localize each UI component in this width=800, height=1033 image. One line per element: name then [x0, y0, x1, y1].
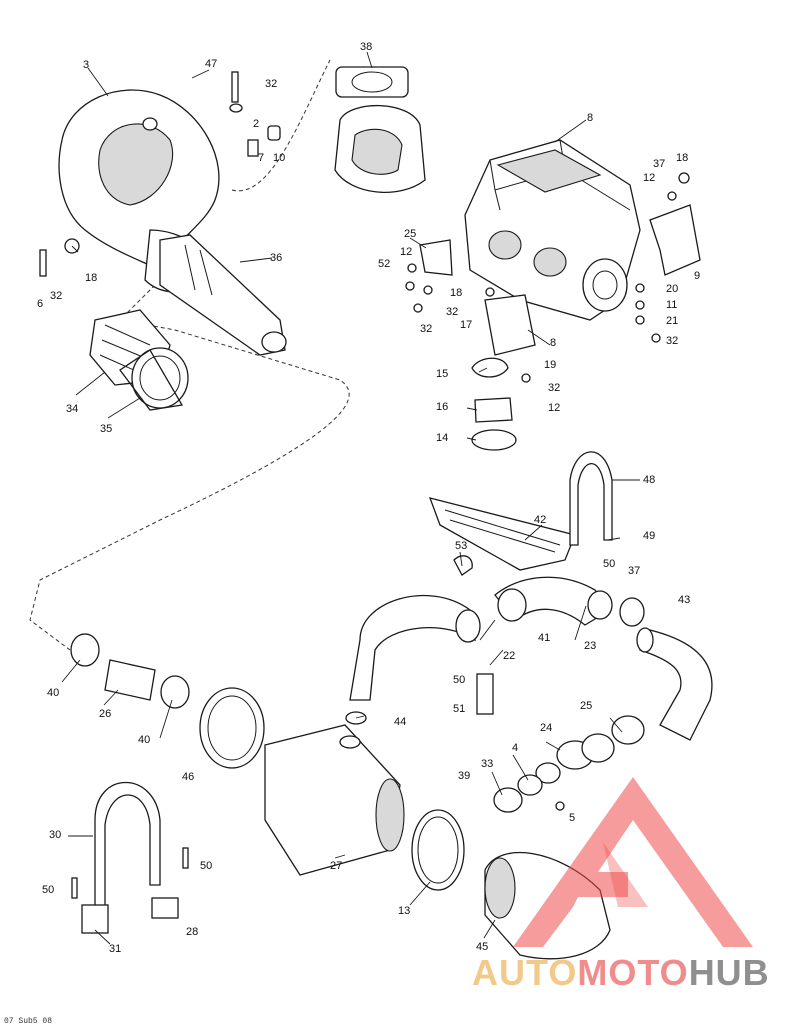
callout-40: 40 [47, 687, 60, 699]
callout-46: 46 [182, 771, 195, 783]
callout-53: 53 [455, 540, 468, 552]
callout-31: 31 [109, 943, 122, 955]
callout-18: 18 [676, 152, 689, 164]
callout-32: 32 [446, 306, 459, 318]
callout-40: 40 [138, 734, 151, 746]
callout-32: 32 [265, 78, 278, 90]
callout-47: 47 [205, 58, 218, 70]
callout-9: 9 [694, 270, 701, 282]
callout-3: 3 [83, 59, 90, 71]
callout-22: 22 [503, 650, 516, 662]
callout-42: 42 [534, 514, 547, 526]
callout-43: 43 [678, 594, 691, 606]
callout-25: 25 [404, 228, 417, 240]
callout-32: 32 [666, 335, 679, 347]
callout-50: 50 [453, 674, 466, 686]
callout-37: 37 [628, 565, 641, 577]
callout-10: 10 [273, 152, 286, 164]
callout-35: 35 [100, 423, 113, 435]
callout-50: 50 [200, 860, 213, 872]
callout-21: 21 [666, 315, 679, 327]
callout-48: 48 [643, 474, 656, 486]
callout-15: 15 [436, 368, 449, 380]
callout-37: 37 [653, 158, 666, 170]
callout-6: 6 [37, 298, 44, 310]
brand-part-hub: HUB [688, 952, 770, 993]
callout-26: 26 [99, 708, 112, 720]
bracket-part [428, 497, 576, 571]
callout-13: 13 [398, 905, 411, 917]
callout-28: 28 [186, 926, 199, 938]
callout-30: 30 [49, 829, 62, 841]
callout-51: 51 [453, 703, 466, 715]
callout-12: 12 [643, 172, 656, 184]
callout-8: 8 [587, 112, 594, 124]
callout-17: 17 [460, 319, 473, 331]
callout-24: 24 [540, 722, 553, 734]
callout-34: 34 [66, 403, 79, 415]
callout-7: 7 [258, 152, 265, 164]
callout-18: 18 [450, 287, 463, 299]
callout-52: 52 [378, 258, 391, 270]
callout-25: 25 [580, 700, 593, 712]
callout-11: 11 [666, 299, 678, 311]
callout-50: 50 [42, 884, 55, 896]
callout-8: 8 [550, 337, 557, 349]
callout-38: 38 [360, 41, 373, 53]
watermark-logo-icon [513, 777, 753, 947]
callout-39: 39 [458, 770, 471, 782]
callout-14: 14 [436, 432, 449, 444]
callout-18: 18 [85, 272, 98, 284]
brand-part-auto: AUTO [472, 952, 578, 993]
callout-32: 32 [50, 290, 63, 302]
callout-41: 41 [538, 632, 551, 644]
callout-4: 4 [512, 742, 519, 754]
callout-33: 33 [481, 758, 494, 770]
callout-27: 27 [330, 860, 343, 872]
callout-20: 20 [666, 283, 679, 295]
callout-12: 12 [400, 246, 413, 258]
callout-12: 12 [548, 402, 561, 414]
callout-2: 2 [253, 118, 260, 130]
brand-part-moto: MOTO [577, 952, 689, 993]
callout-5: 5 [569, 812, 576, 824]
callout-50: 50 [603, 558, 616, 570]
callout-23: 23 [584, 640, 597, 652]
callout-32: 32 [548, 382, 561, 394]
callout-44: 44 [394, 716, 407, 728]
callout-45: 45 [476, 941, 489, 953]
callout-32: 32 [420, 323, 433, 335]
drawing-code: 07 Sub5 08 [4, 1017, 53, 1026]
watermark-brand-text: AUTOMOTOHUB [472, 952, 770, 994]
callout-36: 36 [270, 252, 283, 264]
callout-19: 19 [544, 359, 557, 371]
callout-49: 49 [643, 530, 656, 542]
callout-16: 16 [436, 401, 449, 413]
